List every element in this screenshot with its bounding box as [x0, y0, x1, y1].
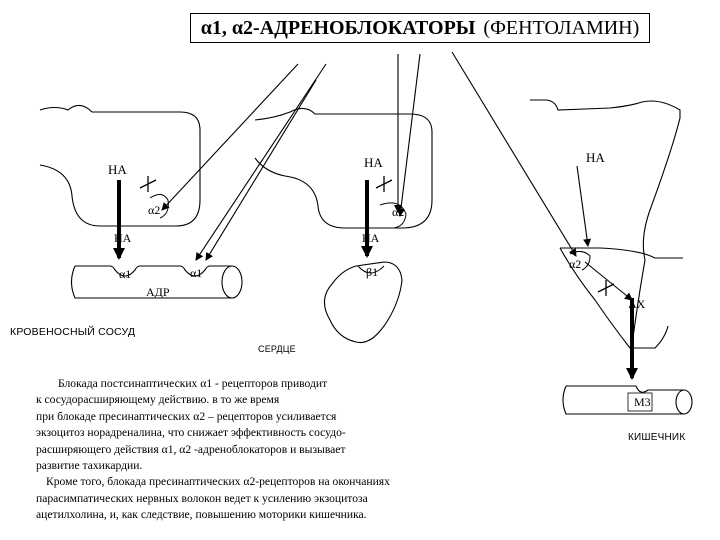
block-mark-left — [139, 176, 157, 192]
paragraph-line-1: Блокада постсинаптических α1 - рецепторо… — [58, 377, 328, 390]
drug-action-lines — [161, 51, 633, 301]
na-label-vessel-mid: НА — [114, 231, 132, 245]
alpha1-label-vessel-left: α1 — [119, 267, 131, 281]
vessel-tube — [70, 265, 232, 299]
ach-nerve-terminal — [559, 247, 683, 349]
vessel-caption: КРОВЕНОСНЫЙ СОСУД — [10, 326, 136, 338]
vessel-synapse — [39, 104, 243, 299]
na-label-heart-top: НА — [364, 155, 383, 170]
intestine-receptor-a2 — [569, 250, 591, 271]
na-label-intestine: НА — [586, 150, 605, 165]
paragraph-line-6: развитие тахикардии. — [36, 459, 143, 473]
diagram-title: α1, α2-АДРЕНОБЛОКАТОРЫ (ФЕНТОЛАМИН) — [190, 13, 650, 43]
na-label-vessel-top: НА — [108, 162, 127, 177]
block-mark-right — [597, 280, 615, 296]
nerve-terminal-middle — [254, 107, 433, 229]
paragraph-line-9: ацетилхолина, и, как следствие, повышени… — [36, 508, 367, 522]
nerve-terminal-left — [39, 104, 201, 227]
nerve-terminal-right — [530, 99, 681, 346]
paragraph-line-2: к сосудорасширяющему действию. в то же в… — [36, 393, 280, 407]
paragraph-line-4: экзоцитоз норадреналина, что снижает эфф… — [36, 426, 346, 440]
intestine-synapse — [530, 99, 693, 415]
drug-line-7 — [576, 165, 592, 247]
drug-line-8 — [584, 261, 633, 301]
paragraph-line-8: парасимпатических нервных волокон ведет … — [36, 491, 368, 505]
drug-line-6 — [451, 51, 577, 257]
title-main: α1, α2-АДРЕНОБЛОКАТОРЫ — [200, 16, 476, 39]
vessel-end — [221, 265, 243, 299]
drug-line-1 — [161, 63, 299, 211]
drug-line-3 — [195, 63, 327, 261]
heart-caption: СЕРДЦЕ — [258, 344, 296, 354]
intestine-caption: КИШЕЧНИК — [628, 432, 686, 443]
alpha1-label-vessel-right: α1 — [190, 266, 202, 280]
m3-label: М3 — [634, 395, 651, 409]
heart-receptor-a2 — [379, 202, 407, 229]
intestine-tube — [562, 385, 684, 415]
m3-receptor-box — [627, 392, 653, 412]
heart-cell — [323, 261, 403, 344]
title-drug: (ФЕНТОЛАМИН) — [483, 16, 640, 39]
na-label-heart-mid: НА — [362, 231, 380, 245]
paragraph-line-5: расширяющего действия α1, α2 -адреноблок… — [36, 442, 346, 456]
explanation-paragraph: Блокада постсинаптических α1 - рецепторо… — [36, 376, 506, 524]
vessel-receptor-a2 — [149, 194, 169, 219]
drug-line-5 — [396, 53, 421, 217]
block-mark-middle — [375, 176, 393, 192]
adr-label: АДР — [146, 285, 170, 299]
alpha2-label-intestine: α2 — [569, 257, 581, 271]
alpha2-label-vessel: α2 — [148, 203, 160, 217]
heart-synapse — [254, 107, 433, 344]
paragraph-line-3: при блокаде пресинаптических α2 – рецепт… — [36, 409, 337, 423]
beta1-label-heart: β1 — [366, 265, 378, 279]
intestine-end — [675, 389, 693, 415]
drug-line-2 — [205, 79, 317, 261]
paragraph-line-7: Кроме того, блокада пресинаптических α2-… — [46, 475, 390, 489]
heart-receptor-b1 — [357, 265, 385, 274]
